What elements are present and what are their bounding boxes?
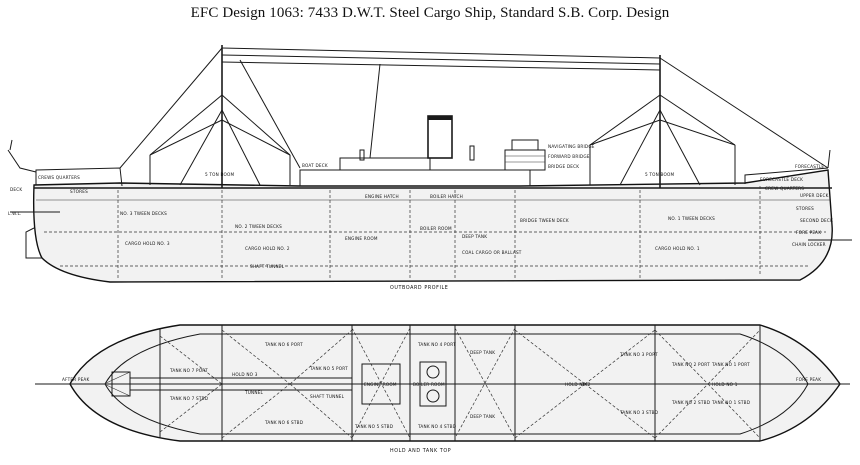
label-tank-7-port: TANK NO 7 PORT [169, 368, 208, 373]
label-deck: DECK [10, 187, 22, 192]
label-hold-2: HOLD NO 2 [565, 382, 591, 387]
jack-staff [827, 149, 831, 169]
label-tank-1-port: TANK NO 1 PORT [711, 362, 750, 367]
ensign-staff [9, 139, 13, 151]
label-tank-5-port: TANK NO 5 PORT [309, 366, 348, 371]
label-shaft-tunnel-plan: SHAFT TUNNEL [310, 394, 345, 399]
label-after-peak: AFTER PEAK [62, 377, 89, 382]
forward-derricks [589, 94, 736, 186]
navigating-bridge-house [511, 139, 539, 151]
label-engine-room-plan: ENGINE ROOM [364, 382, 397, 387]
label-tank-3-port: TANK NO 3 PORT [619, 352, 658, 357]
label-cargo-hold-1: CARGO HOLD NO. 1 [655, 246, 700, 251]
poop-deckhouse [35, 167, 123, 187]
label-forward-bridge: FORWARD BRIDGE [548, 154, 590, 159]
ventilator [469, 145, 475, 161]
stern-rail [7, 149, 37, 173]
plan-bulkheads [159, 325, 761, 441]
label-coal-cargo: COAL CARGO OR BALLAST [462, 250, 522, 255]
funnel-band [428, 116, 452, 120]
label-tank-3-stbd: TANK NO 3 STBD [619, 410, 658, 415]
boat-deck-house [339, 157, 431, 171]
label-deep-tank: DEEP TANK [462, 234, 487, 239]
plan-caption: HOLD AND TANK TOP [390, 448, 451, 454]
stern-tube [111, 371, 131, 397]
hold-tank-plan: AFTER PEAK FORE PEAK TANK NO 7 PORT TANK… [35, 324, 850, 454]
profile-hull [33, 169, 833, 283]
label-crews-quarters: CREWS QUARTERS [38, 175, 80, 180]
label-boat-deck: BOAT DECK [302, 163, 328, 168]
label-shaft-tunnel: SHAFT TUNNEL [250, 264, 285, 269]
label-stores: STORES [70, 189, 88, 194]
label-tank-4-port: TANK NO 4 PORT [417, 342, 456, 347]
funnel [427, 115, 453, 159]
label-boom-aft: 5 TON BOOM [205, 172, 235, 177]
label-deep-tank-stbd: DEEP TANK [470, 414, 495, 419]
label-navigating-bridge: NAVIGATING BRIDGE [548, 144, 595, 149]
label-tank-5-stbd: TANK NO 5 STBD [354, 424, 393, 429]
label-tank-7-stbd: TANK NO 7 STBD [169, 396, 208, 401]
forecastle-house [744, 167, 829, 184]
label-forecastle-deck: FORECASTLE DECK [760, 177, 803, 182]
profile-labels: DECK CREWS QUARTERS STORES L.W.L. 5 TON … [8, 144, 833, 269]
label-tank-6-port: TANK NO 6 PORT [264, 342, 303, 347]
drawing-title: EFC Design 1063: 7433 D.W.T. Steel Cargo… [190, 5, 670, 21]
label-boom-fwd: 5 TON BOOM [645, 172, 675, 177]
label-engine-hatch: ENGINE HATCH [365, 194, 399, 199]
label-lwl: L.W.L. [8, 211, 22, 216]
engine-plan [361, 363, 401, 405]
label-boiler-room: BOILER ROOM [420, 226, 452, 231]
label-engine-room: ENGINE ROOM [345, 236, 378, 241]
boilers-plan [419, 361, 447, 407]
plan-diagonals [159, 327, 761, 439]
profile-bulkheads [117, 186, 761, 280]
wheelhouse [504, 149, 546, 171]
label-second-deck: SECOND DECK [800, 218, 833, 223]
label-bridge-tween: BRIDGE TWEEN DECK [520, 218, 569, 223]
label-tank-2-port: TANK NO 2 PORT [671, 362, 710, 367]
label-fore-peak: FORE PEAK [796, 230, 821, 235]
label-hold-1: HOLD NO 1 [712, 382, 738, 387]
label-tween-deck-3: NO. 3 TWEEN DECKS [120, 211, 167, 216]
label-tunnel: TUNNEL [244, 390, 264, 395]
rudder [25, 227, 42, 259]
label-hold-3: HOLD NO 3 [232, 372, 258, 377]
label-tween-deck-1: NO. 1 TWEEN DECKS [668, 216, 715, 221]
label-deep-tank-port: DEEP TANK [470, 350, 495, 355]
label-boiler-room-plan: BOILER ROOM [413, 382, 445, 387]
label-forecastle: FORECASTLE [795, 164, 824, 169]
label-boiler-hatch: BOILER HATCH [430, 194, 463, 199]
label-crew-quarters-fwd: CREW QUARTERS [765, 186, 804, 191]
bridge-deckhouse [299, 169, 531, 187]
label-tank-4-stbd: TANK NO 4 STBD [417, 424, 456, 429]
outboard-profile: DECK CREWS QUARTERS STORES L.W.L. 5 TON … [7, 45, 852, 291]
label-tank-2-stbd: TANK NO 2 STBD [671, 400, 710, 405]
label-cargo-hold-2: CARGO HOLD NO. 2 [245, 246, 290, 251]
aft-derricks [149, 94, 291, 186]
profile-caption: OUTBOARD PROFILE [390, 285, 448, 291]
label-chain-locker: CHAIN LOCKER [792, 242, 826, 247]
label-tank-6-stbd: TANK NO 6 STBD [264, 420, 303, 425]
triatic-stays [119, 47, 829, 169]
label-bridge-deck: BRIDGE DECK [548, 164, 579, 169]
plan-labels: AFTER PEAK FORE PEAK TANK NO 7 PORT TANK… [62, 342, 821, 429]
label-tween-deck-2: NO. 2 TWEEN DECKS [235, 224, 282, 229]
label-stores-fwd: STORES [796, 206, 814, 211]
ventilator [359, 149, 365, 161]
boiler [426, 389, 440, 403]
label-upper-deck: UPPER DECK [800, 193, 829, 198]
label-fore-peak-plan: FORE PEAK [796, 377, 821, 382]
label-tank-1-stbd: TANK NO 1 STBD [711, 400, 750, 405]
boiler [426, 365, 440, 379]
label-cargo-hold-3: CARGO HOLD NO. 3 [125, 241, 170, 246]
